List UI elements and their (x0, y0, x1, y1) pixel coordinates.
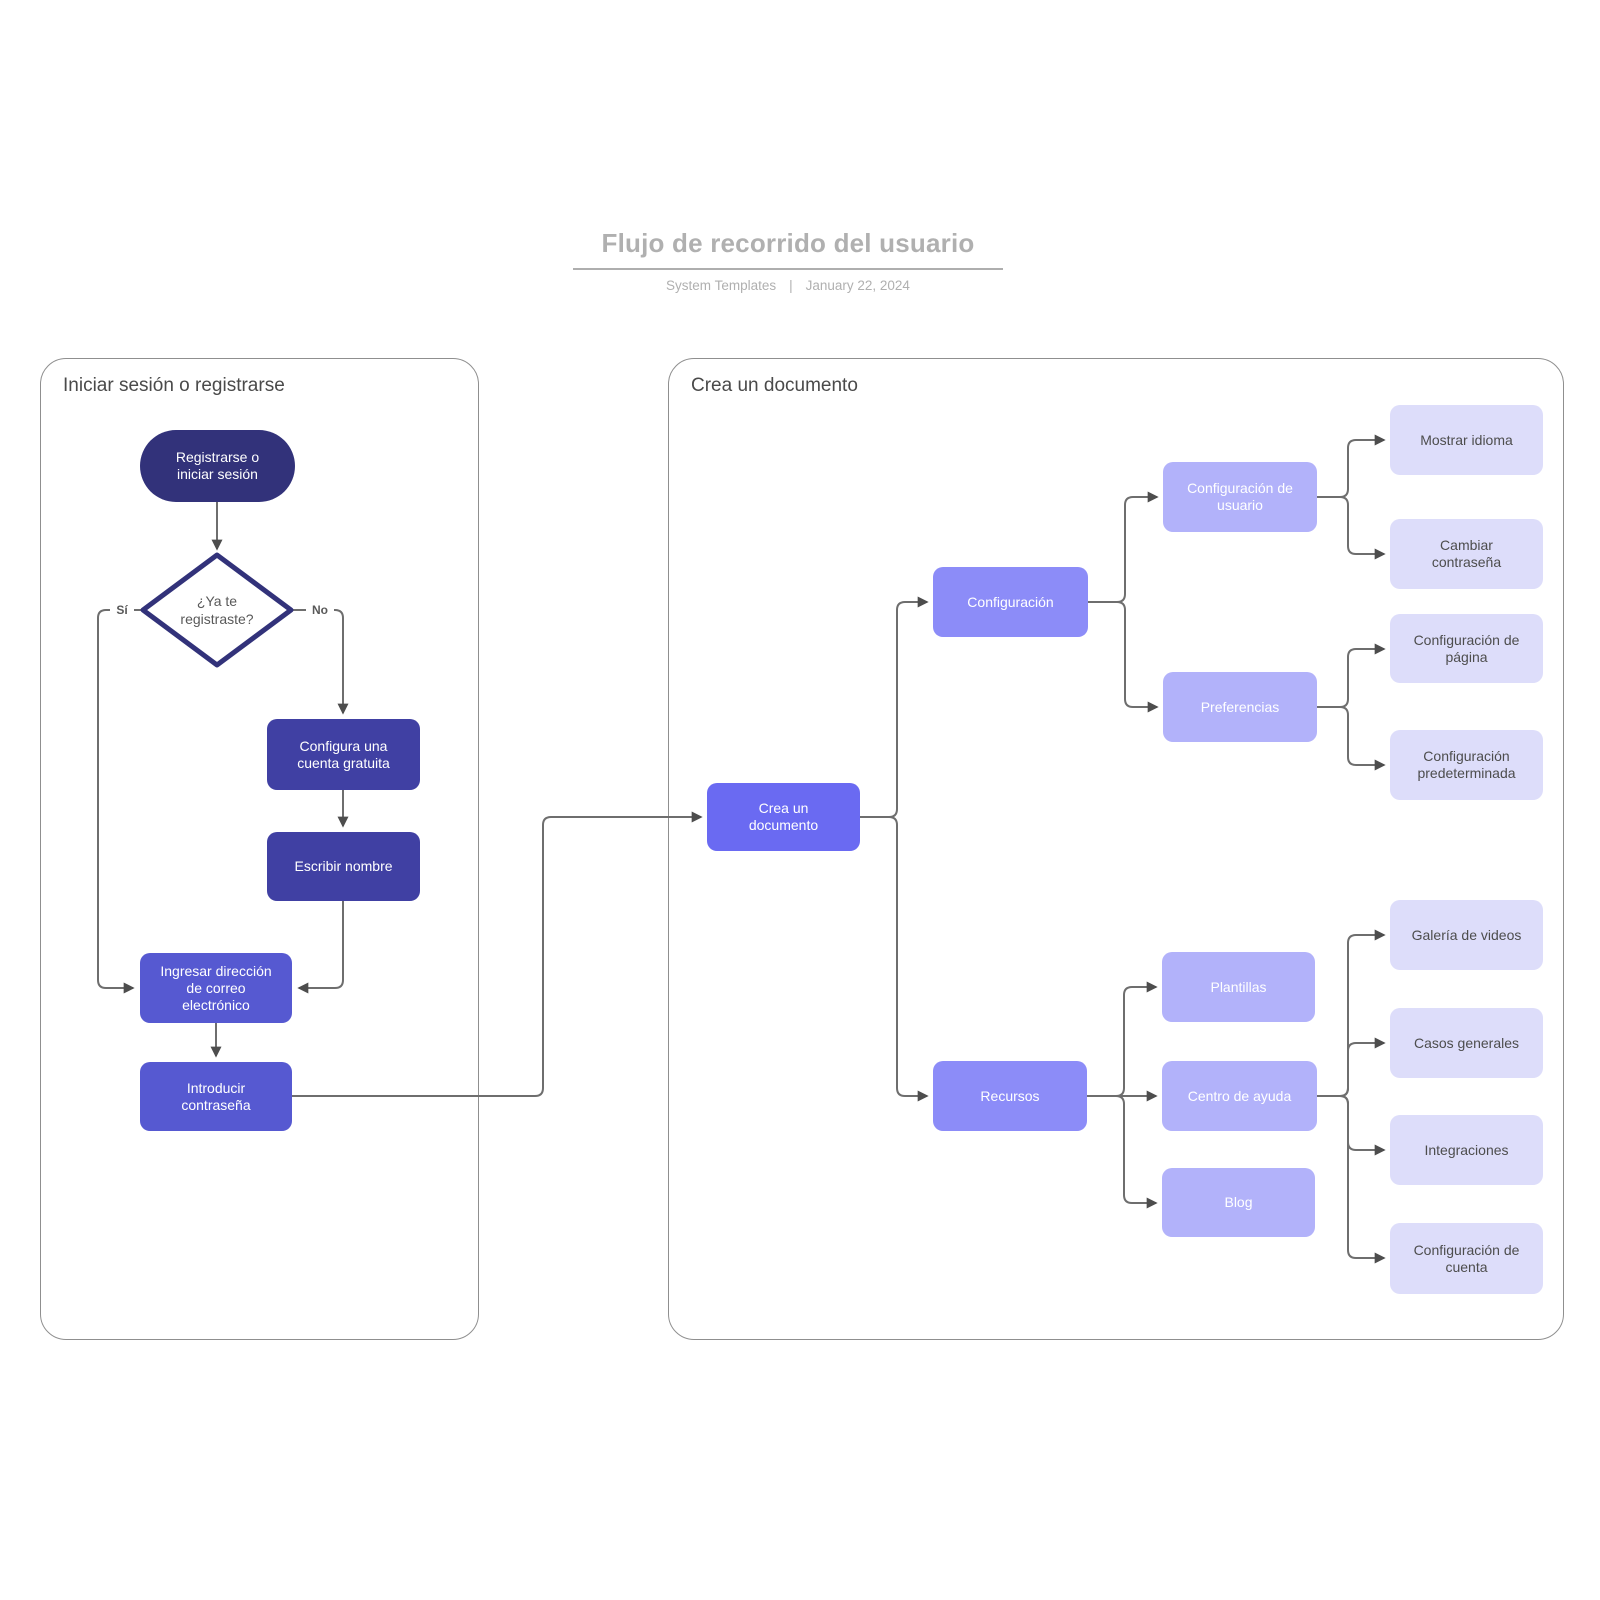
node-escribir-nombre[interactable]: Escribir nombre (267, 832, 420, 901)
node-cambiar-contrasena[interactable]: Cambiar contraseña (1390, 519, 1543, 589)
container-login-title: Iniciar sesión o registrarse (63, 375, 285, 396)
document-header: Flujo de recorrido del usuario System Te… (188, 228, 1388, 293)
edge-label-no: No (306, 601, 334, 619)
node-configuracion-predeterminada[interactable]: Configuración predeterminada (1390, 730, 1543, 800)
node-galeria-videos[interactable]: Galería de videos (1390, 900, 1543, 970)
subtitle-separator: | (789, 278, 793, 293)
edge-label-yes: Sí (110, 601, 134, 619)
node-ingresar-correo[interactable]: Ingresar dirección de correo electrónico (140, 953, 292, 1023)
node-centro-ayuda[interactable]: Centro de ayuda (1162, 1061, 1317, 1131)
subtitle-author: System Templates (666, 278, 777, 293)
node-plantillas[interactable]: Plantillas (1162, 952, 1315, 1022)
subtitle-date: January 22, 2024 (805, 278, 910, 293)
title-underline (573, 268, 1003, 270)
node-preferencias[interactable]: Preferencias (1163, 672, 1317, 742)
node-decision-label: ¿Ya te registraste? (180, 593, 254, 627)
node-recursos[interactable]: Recursos (933, 1061, 1087, 1131)
node-introducir-contrasena[interactable]: Introducir contraseña (140, 1062, 292, 1131)
page-subtitle: System Templates | January 22, 2024 (188, 278, 1388, 293)
container-create-title: Crea un documento (691, 375, 858, 396)
node-configuracion-cuenta[interactable]: Configuración de cuenta (1390, 1223, 1543, 1294)
page-title: Flujo de recorrido del usuario (601, 228, 975, 258)
node-mostrar-idioma[interactable]: Mostrar idioma (1390, 405, 1543, 475)
node-crea-documento[interactable]: Crea un documento (707, 783, 860, 851)
node-blog[interactable]: Blog (1162, 1168, 1315, 1237)
node-integraciones[interactable]: Integraciones (1390, 1115, 1543, 1185)
node-configuracion-usuario[interactable]: Configuración de usuario (1163, 462, 1317, 532)
node-configuracion[interactable]: Configuración (933, 567, 1088, 637)
node-registrarse-iniciar-sesion[interactable]: Registrarse o iniciar sesión (140, 430, 295, 502)
node-configura-cuenta[interactable]: Configura una cuenta gratuita (267, 719, 420, 790)
node-casos-generales[interactable]: Casos generales (1390, 1008, 1543, 1078)
node-configuracion-pagina[interactable]: Configuración de página (1390, 614, 1543, 683)
